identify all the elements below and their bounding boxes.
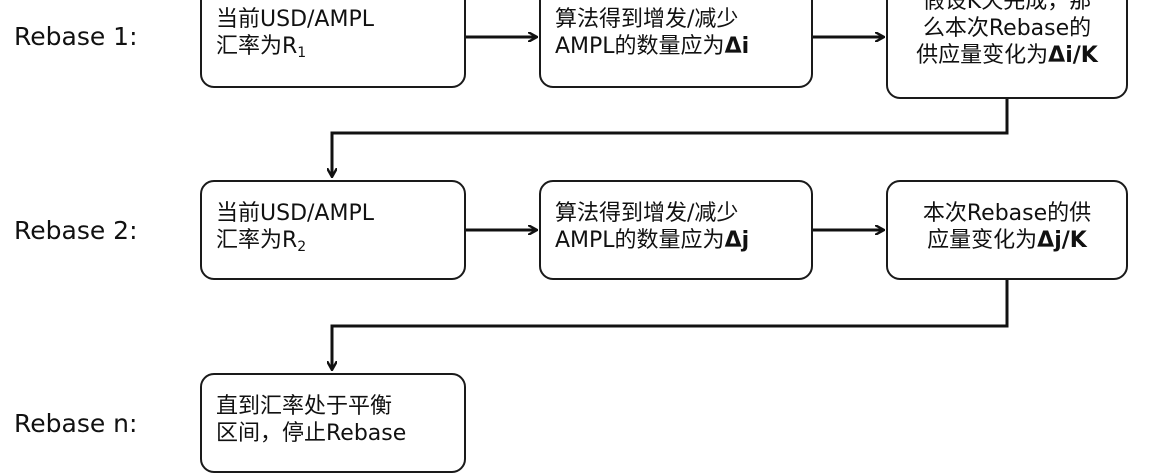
rebase-1-result-text: 供应量变化为	[916, 43, 1049, 68]
rebase-1-result-line2: 么本次Rebase的	[922, 16, 1092, 41]
rebase-n-end-line2: 区间，停止Rebase	[216, 421, 407, 446]
rebase-1-result-line1: 假设K天完成，那	[922, 0, 1092, 14]
rebase-2-rate-text: 汇率为R	[216, 228, 298, 253]
rebase-1-algo-text: AMPL的数量应为	[555, 34, 725, 59]
flow-arrows	[0, 0, 1009, 455]
arrow-r2-to-rn	[332, 280, 1009, 369]
rebase-1-rate-line1: 当前USD/AMPL	[216, 7, 374, 32]
rebase-2-rate-line1: 当前USD/AMPL	[216, 201, 374, 226]
rebase-2-rate-subscript: 2	[297, 239, 307, 255]
rebase-2-algo-line2: AMPL的数量应为Δj	[555, 227, 801, 254]
rebase-1-result-line3: 供应量变化为Δi/K	[894, 42, 1120, 69]
rebase-2-result-box: 本次Rebase的供 应量变化为Δj/K	[886, 180, 1128, 280]
rebase-1-algo-line1: 算法得到增发/减少	[555, 7, 739, 32]
rebase-1-rate-text: 汇率为R	[216, 34, 298, 59]
rebase-1-algo-delta: Δi	[724, 34, 750, 59]
rebase-n-end-line1: 直到汇率处于平衡	[216, 394, 393, 419]
row-label-rebase-1: Rebase 1:	[14, 22, 138, 51]
rebase-1-result-delta: Δi/K	[1048, 43, 1098, 68]
rebase-1-rate-box: 当前USD/AMPL 汇率为R1	[200, 0, 466, 88]
arrow-r1-to-r2	[332, 99, 1009, 176]
rebase-1-algo-box: 算法得到增发/减少 AMPL的数量应为Δi	[539, 0, 813, 88]
rebase-2-result-text: 应量变化为	[927, 228, 1038, 253]
rebase-2-algo-box: 算法得到增发/减少 AMPL的数量应为Δj	[539, 180, 813, 280]
rebase-2-result-line1: 本次Rebase的供	[922, 201, 1092, 226]
rebase-1-result-box: 假设K天完成，那 么本次Rebase的 供应量变化为Δi/K	[886, 0, 1128, 99]
rebase-2-result-line2: 应量变化为Δj/K	[894, 227, 1120, 254]
rebase-2-algo-line1: 算法得到增发/减少	[555, 201, 739, 226]
row-label-rebase-2: Rebase 2:	[14, 216, 138, 245]
rebase-1-rate-subscript: 1	[297, 45, 307, 61]
rebase-2-rate-line2: 汇率为R2	[216, 227, 454, 254]
rebase-1-algo-line2: AMPL的数量应为Δi	[555, 33, 801, 60]
row-label-rebase-n: Rebase n:	[14, 409, 138, 438]
rebase-2-algo-text: AMPL的数量应为	[555, 228, 725, 253]
rebase-2-rate-box: 当前USD/AMPL 汇率为R2	[200, 180, 466, 280]
rebase-2-result-delta: Δj/K	[1037, 228, 1087, 253]
rebase-1-rate-line2: 汇率为R1	[216, 33, 454, 60]
rebase-2-algo-delta: Δj	[724, 228, 750, 253]
